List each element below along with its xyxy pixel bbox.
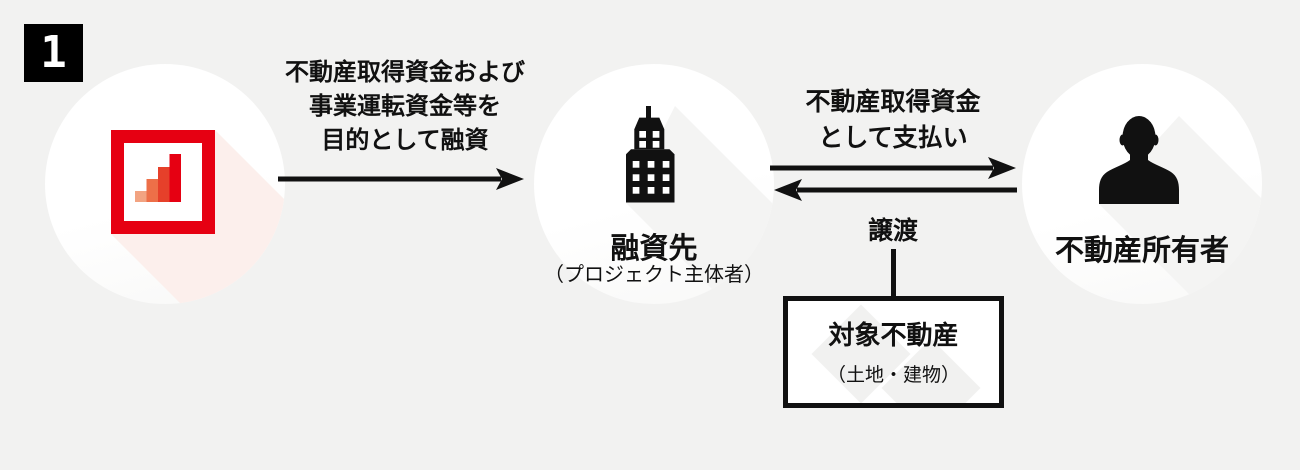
owner-name: 不動産所有者 xyxy=(1054,235,1229,267)
borrower-name: 融資先 xyxy=(610,233,698,265)
loan-label-line1: 不動産取得資金および xyxy=(285,59,525,86)
payment-arrow xyxy=(770,157,1016,179)
payment-label-line1: 不動産取得資金 xyxy=(805,88,981,116)
transfer-connector-line xyxy=(891,249,896,297)
payment-label-line2: として支払い xyxy=(818,124,968,152)
loan-label-line3: 目的として融資 xyxy=(321,127,489,154)
step-number-badge: 1 xyxy=(24,24,83,82)
transfer-arrow xyxy=(774,179,1017,201)
bar-chart-logo-icon xyxy=(111,130,215,234)
step-number: 1 xyxy=(40,27,67,78)
person-icon xyxy=(1099,116,1179,204)
property-box-title: 対象不動産 xyxy=(828,320,959,350)
loan-arrow xyxy=(278,168,524,190)
property-box: 対象不動産 （土地・建物） xyxy=(783,296,1004,408)
loan-arrow-label: 不動産取得資金および 事業運転資金等を 目的として融資 xyxy=(285,56,525,158)
owner-node xyxy=(1022,64,1262,304)
property-box-subtitle: （土地・建物） xyxy=(826,365,960,386)
lender-node xyxy=(45,64,285,304)
payment-arrow-label: 不動産取得資金 として支払い xyxy=(773,84,1013,156)
borrower-node xyxy=(534,64,774,304)
borrower-subname: （プロジェクト主体者） xyxy=(544,264,764,286)
building-icon xyxy=(626,106,675,203)
loan-label-line2: 事業運転資金等を xyxy=(309,93,501,120)
transfer-arrow-label: 譲渡 xyxy=(867,217,918,245)
